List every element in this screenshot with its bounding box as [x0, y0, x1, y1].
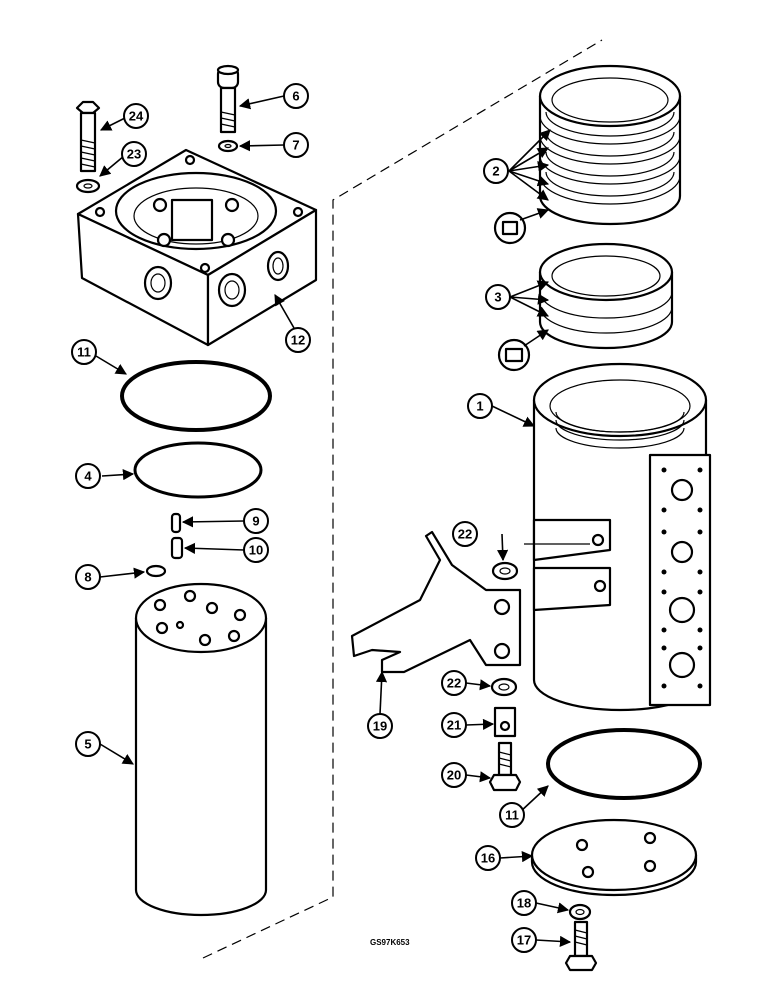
svg-text:22: 22 [458, 527, 472, 542]
svg-text:6: 6 [292, 89, 299, 104]
svg-text:17: 17 [517, 933, 531, 948]
svg-text:2: 2 [492, 164, 499, 179]
svg-text:16: 16 [481, 851, 495, 866]
mounting-bracket-19 [350, 530, 522, 674]
callout-12: 12 [285, 327, 311, 353]
pin-10 [170, 536, 184, 560]
cover-plate-16 [530, 818, 698, 897]
swivel-housing-1 [532, 362, 712, 712]
svg-text:3: 3 [494, 290, 501, 305]
callout-8: 8 [75, 564, 101, 590]
callout-22-upper: 22 [452, 521, 478, 547]
rotor-shaft-5 [134, 582, 268, 917]
separation-dashed-line [202, 39, 603, 959]
svg-text:8: 8 [84, 570, 91, 585]
svg-text:21: 21 [447, 718, 461, 733]
manifold-housing-12 [76, 148, 318, 347]
svg-text:22: 22 [447, 676, 461, 691]
callout-3: 3 [485, 284, 511, 310]
callout-5: 5 [75, 731, 101, 757]
seal-detail-3 [497, 338, 531, 372]
callout-9: 9 [243, 508, 269, 534]
callout-1: 1 [467, 393, 493, 419]
seal-rings-2 [538, 64, 682, 226]
bolt-23 [75, 100, 101, 173]
svg-text:11: 11 [77, 345, 91, 360]
callout-10: 10 [243, 537, 269, 563]
o-ring-11-upper [120, 360, 272, 432]
washer-18 [568, 903, 592, 921]
bolt-17 [564, 920, 598, 972]
washer-22-lower [490, 677, 518, 697]
callout-24: 23 [121, 141, 147, 167]
washer-22-upper [491, 561, 519, 581]
svg-text:23: 23 [127, 147, 141, 162]
washer-24 [75, 178, 101, 194]
seal-detail-2 [493, 211, 527, 245]
svg-text:20: 20 [447, 768, 461, 783]
svg-text:7: 7 [292, 138, 299, 153]
callout-23: 24 [123, 103, 149, 129]
callout-7: 7 [283, 132, 309, 158]
seal-rings-3 [538, 242, 674, 350]
callout-18: 18 [511, 890, 537, 916]
callout-16: 16 [475, 845, 501, 871]
lock-washer-7 [217, 139, 239, 153]
bolt-20 [488, 741, 522, 792]
svg-text:1: 1 [476, 399, 483, 414]
callout-21: 21 [441, 712, 467, 738]
lock-plate-21 [493, 706, 517, 738]
cap-screw-6 [216, 64, 240, 134]
callout-11-upper: 11 [71, 339, 97, 365]
o-ring-4 [133, 441, 263, 499]
pin-9 [170, 512, 182, 534]
svg-text:9: 9 [252, 514, 259, 529]
leader-lines [95, 95, 590, 947]
svg-text:11: 11 [505, 808, 519, 823]
svg-text:5: 5 [84, 737, 91, 752]
callout-19: 19 [367, 713, 393, 739]
o-ring-11-lower [546, 728, 702, 800]
callout-11-lower: 11 [499, 802, 525, 828]
drawing-code: GS97K653 [370, 938, 410, 947]
svg-text:18: 18 [517, 896, 531, 911]
callout-4: 4 [75, 463, 101, 489]
svg-text:12: 12 [291, 333, 305, 348]
svg-text:19: 19 [373, 719, 387, 734]
svg-text:24: 24 [129, 109, 144, 124]
svg-text:4: 4 [84, 469, 92, 484]
ring-8 [145, 564, 167, 578]
callout-20: 20 [441, 762, 467, 788]
callout-6: 6 [283, 83, 309, 109]
callout-22-lower: 22 [441, 670, 467, 696]
callout-2: 2 [483, 158, 509, 184]
callout-17: 17 [511, 927, 537, 953]
svg-text:10: 10 [249, 543, 263, 558]
